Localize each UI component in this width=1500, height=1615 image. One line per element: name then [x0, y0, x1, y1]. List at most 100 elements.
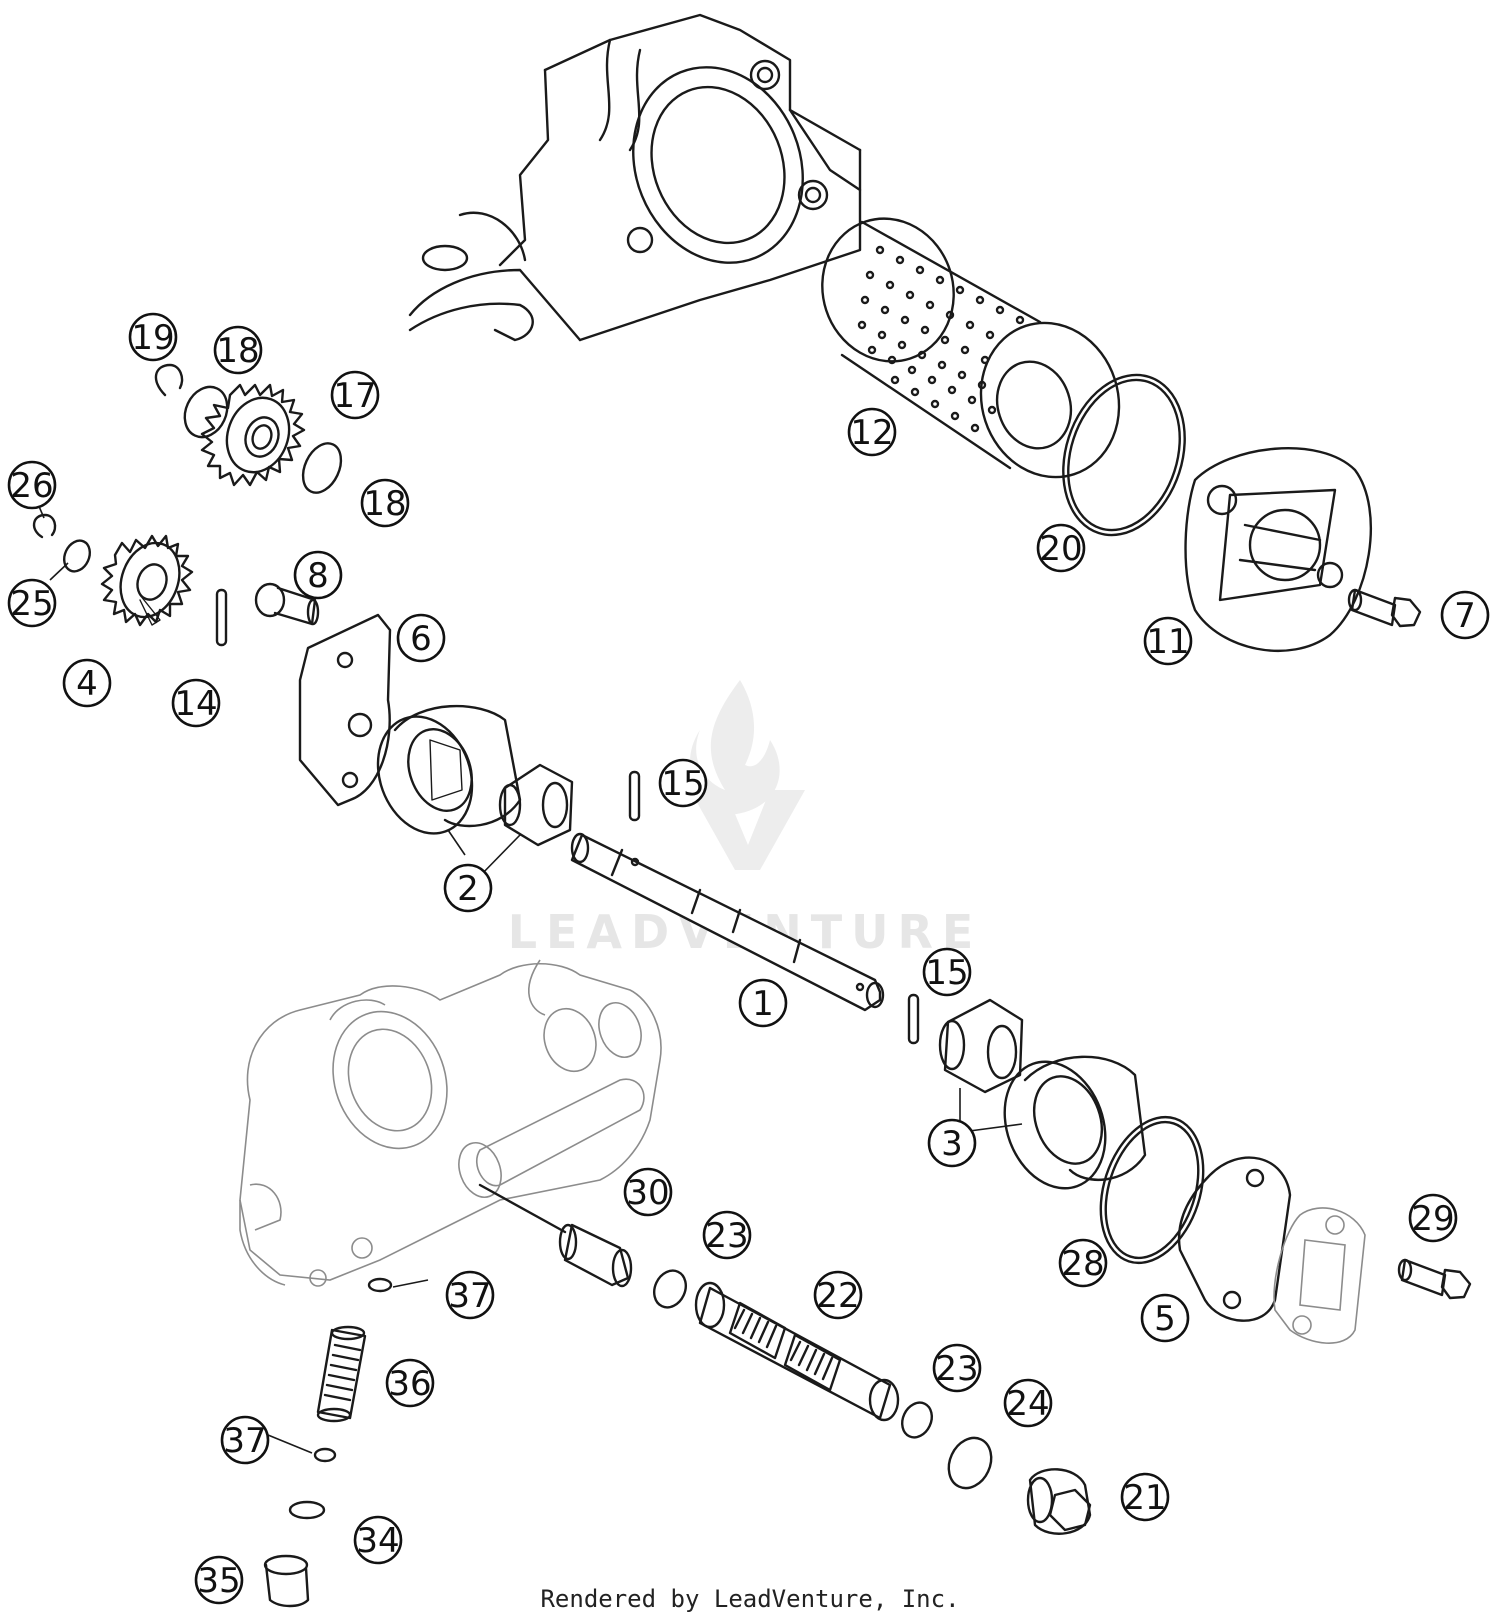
part-23-o-ring-lower: [901, 1401, 933, 1439]
part-20-o-ring: [1062, 373, 1186, 537]
svg-text:37: 37: [448, 1276, 491, 1316]
oil-filter-housing: [408, 13, 862, 342]
callout-8[interactable]: 8: [293, 550, 343, 600]
svg-text:23: 23: [705, 1216, 748, 1256]
callout-2[interactable]: 2: [443, 863, 493, 913]
part-1-pump-shaft: [570, 832, 885, 1012]
svg-text:20: 20: [1039, 529, 1082, 569]
part-18-washer-lower: [301, 442, 343, 494]
callout-6[interactable]: 6: [396, 613, 446, 663]
part-24-seal-ring: [947, 1436, 993, 1490]
svg-text:23: 23: [935, 1349, 978, 1389]
svg-text:12: 12: [850, 413, 893, 453]
part-15-pin-upper: [628, 770, 641, 822]
callout-20[interactable]: 20: [1036, 523, 1086, 573]
callout-12[interactable]: 12: [847, 407, 897, 457]
callout-36[interactable]: 36: [385, 1358, 435, 1408]
callout-1[interactable]: 1: [738, 978, 788, 1028]
callout-23-lower[interactable]: 23: [932, 1343, 982, 1393]
svg-text:18: 18: [216, 331, 259, 371]
svg-text:14: 14: [174, 684, 217, 724]
svg-text:5: 5: [1154, 1299, 1176, 1339]
callout-23-upper[interactable]: 23: [702, 1210, 752, 1260]
callout-15-lower[interactable]: 15: [922, 947, 972, 997]
svg-text:7: 7: [1454, 596, 1476, 636]
svg-text:8: 8: [307, 556, 329, 596]
part-28-o-ring: [1099, 1115, 1205, 1265]
watermark-flame-icon: [690, 680, 780, 815]
svg-text:15: 15: [925, 953, 968, 993]
svg-text:30: 30: [626, 1173, 669, 1213]
svg-text:29: 29: [1411, 1199, 1454, 1239]
part-3-pump-housing-lower: [1003, 1050, 1147, 1190]
part-21-plug-screw: [1026, 1468, 1092, 1535]
callout-25[interactable]: 25: [7, 578, 57, 628]
svg-text:21: 21: [1123, 1478, 1166, 1518]
svg-text:15: 15: [661, 764, 704, 804]
callout-14[interactable]: 14: [171, 678, 221, 728]
faded-bracket: [1273, 1207, 1366, 1344]
part-8-bolt: [254, 582, 320, 626]
callout-17[interactable]: 17: [330, 370, 380, 420]
callout-35[interactable]: 35: [194, 1555, 244, 1605]
callout-22[interactable]: 22: [813, 1270, 863, 1320]
part-3-inner-rotor-lower: [938, 998, 1024, 1094]
part-5-pump-cover: [1177, 1156, 1292, 1322]
svg-text:37: 37: [223, 1421, 266, 1461]
watermark-v-icon: [690, 790, 805, 870]
callout-29[interactable]: 29: [1408, 1193, 1458, 1243]
callout-5[interactable]: 5: [1140, 1293, 1190, 1343]
callout-11[interactable]: 11: [1143, 616, 1193, 666]
part-11-filter-cover: [1184, 447, 1373, 652]
callout-4[interactable]: 4: [62, 658, 112, 708]
part-7-bolt: [1347, 588, 1422, 628]
part-34-o-ring: [288, 1500, 326, 1520]
part-2-inner-rotor-upper: [498, 763, 574, 847]
svg-text:22: 22: [816, 1276, 859, 1316]
svg-text:35: 35: [197, 1561, 240, 1601]
part-36-screen-filter: [316, 1325, 367, 1423]
callout-37-lower[interactable]: 37: [220, 1415, 270, 1465]
callout-30[interactable]: 30: [623, 1167, 673, 1217]
svg-text:1: 1: [752, 984, 774, 1024]
part-15-pin-lower: [907, 993, 920, 1045]
callout-37-upper[interactable]: 37: [445, 1270, 495, 1320]
part-14-pin: [215, 588, 228, 647]
part-35-plug: [263, 1554, 310, 1608]
svg-text:2: 2: [457, 869, 479, 909]
callout-26[interactable]: 26: [7, 460, 57, 510]
part-29-bolt: [1397, 1258, 1472, 1300]
callout-28[interactable]: 28: [1058, 1238, 1108, 1288]
part-26-clip: [32, 513, 57, 539]
part-37-o-ring-lower: [313, 1447, 337, 1463]
part-18-washer-upper: [183, 385, 229, 439]
lower-crankcase: [239, 959, 662, 1287]
svg-text:11: 11: [1146, 622, 1189, 662]
callout-18-lower[interactable]: 18: [360, 478, 410, 528]
part-22-oil-screen: [694, 1281, 900, 1422]
callout-34[interactable]: 34: [353, 1515, 403, 1565]
callout-24[interactable]: 24: [1003, 1378, 1053, 1428]
svg-text:6: 6: [410, 619, 432, 659]
part-25-washer: [62, 539, 92, 573]
part-2-pump-housing-upper: [376, 704, 522, 835]
svg-text:19: 19: [131, 318, 174, 358]
callout-15-upper[interactable]: 15: [658, 758, 708, 808]
callout-7[interactable]: 7: [1440, 590, 1490, 640]
svg-text:28: 28: [1061, 1244, 1104, 1284]
part-12-oil-filter: [821, 217, 1121, 479]
svg-text:4: 4: [76, 664, 98, 704]
part-37-o-ring-upper: [367, 1277, 393, 1293]
part-30-valve-piston: [478, 1183, 633, 1288]
callout-21[interactable]: 21: [1120, 1472, 1170, 1522]
part-17-gear: [200, 383, 306, 487]
footer-credit: Rendered by LeadVenture, Inc.: [540, 1585, 959, 1613]
svg-text:26: 26: [10, 466, 53, 506]
callout-19[interactable]: 19: [128, 312, 178, 362]
callout-18-upper[interactable]: 18: [213, 325, 263, 375]
svg-text:25: 25: [10, 584, 53, 624]
part-6-pump-cover-plate: [298, 613, 392, 807]
callout-3[interactable]: 3: [927, 1118, 977, 1168]
part-19-circlip: [154, 363, 184, 397]
